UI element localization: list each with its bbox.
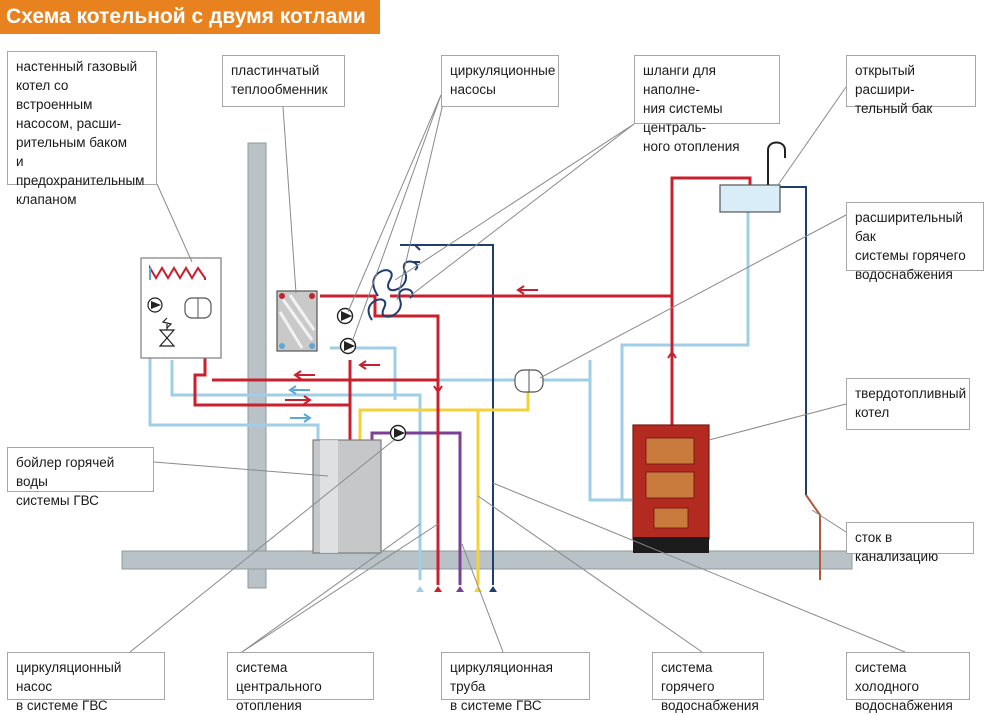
heating-return-pipe <box>170 360 422 580</box>
label-hot-water-boiler: бойлер горячей воды системы ГВС <box>7 447 154 508</box>
cold-water-pipes <box>400 186 821 585</box>
hws-expansion-tank <box>514 369 544 393</box>
label-hws-expansion-tank: расширительный бак системы горячего водо… <box>846 202 984 282</box>
hot-water-pipes <box>358 390 530 585</box>
label-central-heating: система центрального отопления <box>227 652 374 713</box>
label-sewer-drain: сток в канализацию <box>846 522 974 564</box>
solid-fuel-boiler <box>632 424 710 553</box>
exchanger-return-pipe <box>330 346 397 400</box>
label-filling-hoses: шланги для наполне- ния системы централь… <box>634 55 780 154</box>
label-hot-water-supply: система горячего водоснабжения <box>652 652 764 713</box>
label-solid-fuel-boiler: твердотопливный котел <box>846 378 970 430</box>
gas-boiler <box>140 257 222 359</box>
exchanger-supply-pipe <box>320 294 440 380</box>
solid-boiler-return-pipe <box>588 360 632 502</box>
pipe-end-markers <box>416 586 497 592</box>
wall <box>247 142 267 589</box>
gvs-circulation-pump <box>389 424 407 442</box>
tank-overflow-pipe <box>780 186 807 495</box>
open-expansion-tank <box>719 141 786 213</box>
gvs-circulation-pipe <box>370 431 462 585</box>
circulation-pump-upper <box>336 307 354 325</box>
return-arrows <box>288 385 312 423</box>
plate-heat-exchanger <box>276 290 318 352</box>
label-circulation-pumps: циркуляционные насосы <box>441 55 559 107</box>
label-open-expansion-tank: открытый расшири- тельный бак <box>846 55 976 116</box>
label-gvs-circulation-pipe: циркуляционная труба в системе ГВС <box>441 652 590 713</box>
callout-lines <box>129 86 906 653</box>
cold-water-main <box>400 244 494 585</box>
label-gas-boiler: настенный газовый котел со встроенным на… <box>7 51 157 207</box>
heating-coil <box>149 264 206 280</box>
circulation-pump-lower <box>339 337 357 355</box>
diagram-title: Схема котельной с двумя котлами <box>0 0 380 34</box>
label-gvs-circulation-pump: циркуляционный насос в системе ГВС <box>7 652 165 713</box>
supply-arrows <box>285 285 677 405</box>
flow-arrows <box>285 285 677 423</box>
safety-valve-icon <box>158 317 176 347</box>
label-cold-water-supply: система холодного водоснабжения <box>846 652 970 713</box>
solid-boiler-supply-pipe <box>670 176 752 425</box>
floor <box>121 550 853 570</box>
label-plate-exchanger: пластинчатый теплообменник <box>222 55 345 107</box>
hot-water-main <box>358 408 480 585</box>
filling-hoses <box>367 244 421 321</box>
hws-tank-branch <box>478 390 530 412</box>
